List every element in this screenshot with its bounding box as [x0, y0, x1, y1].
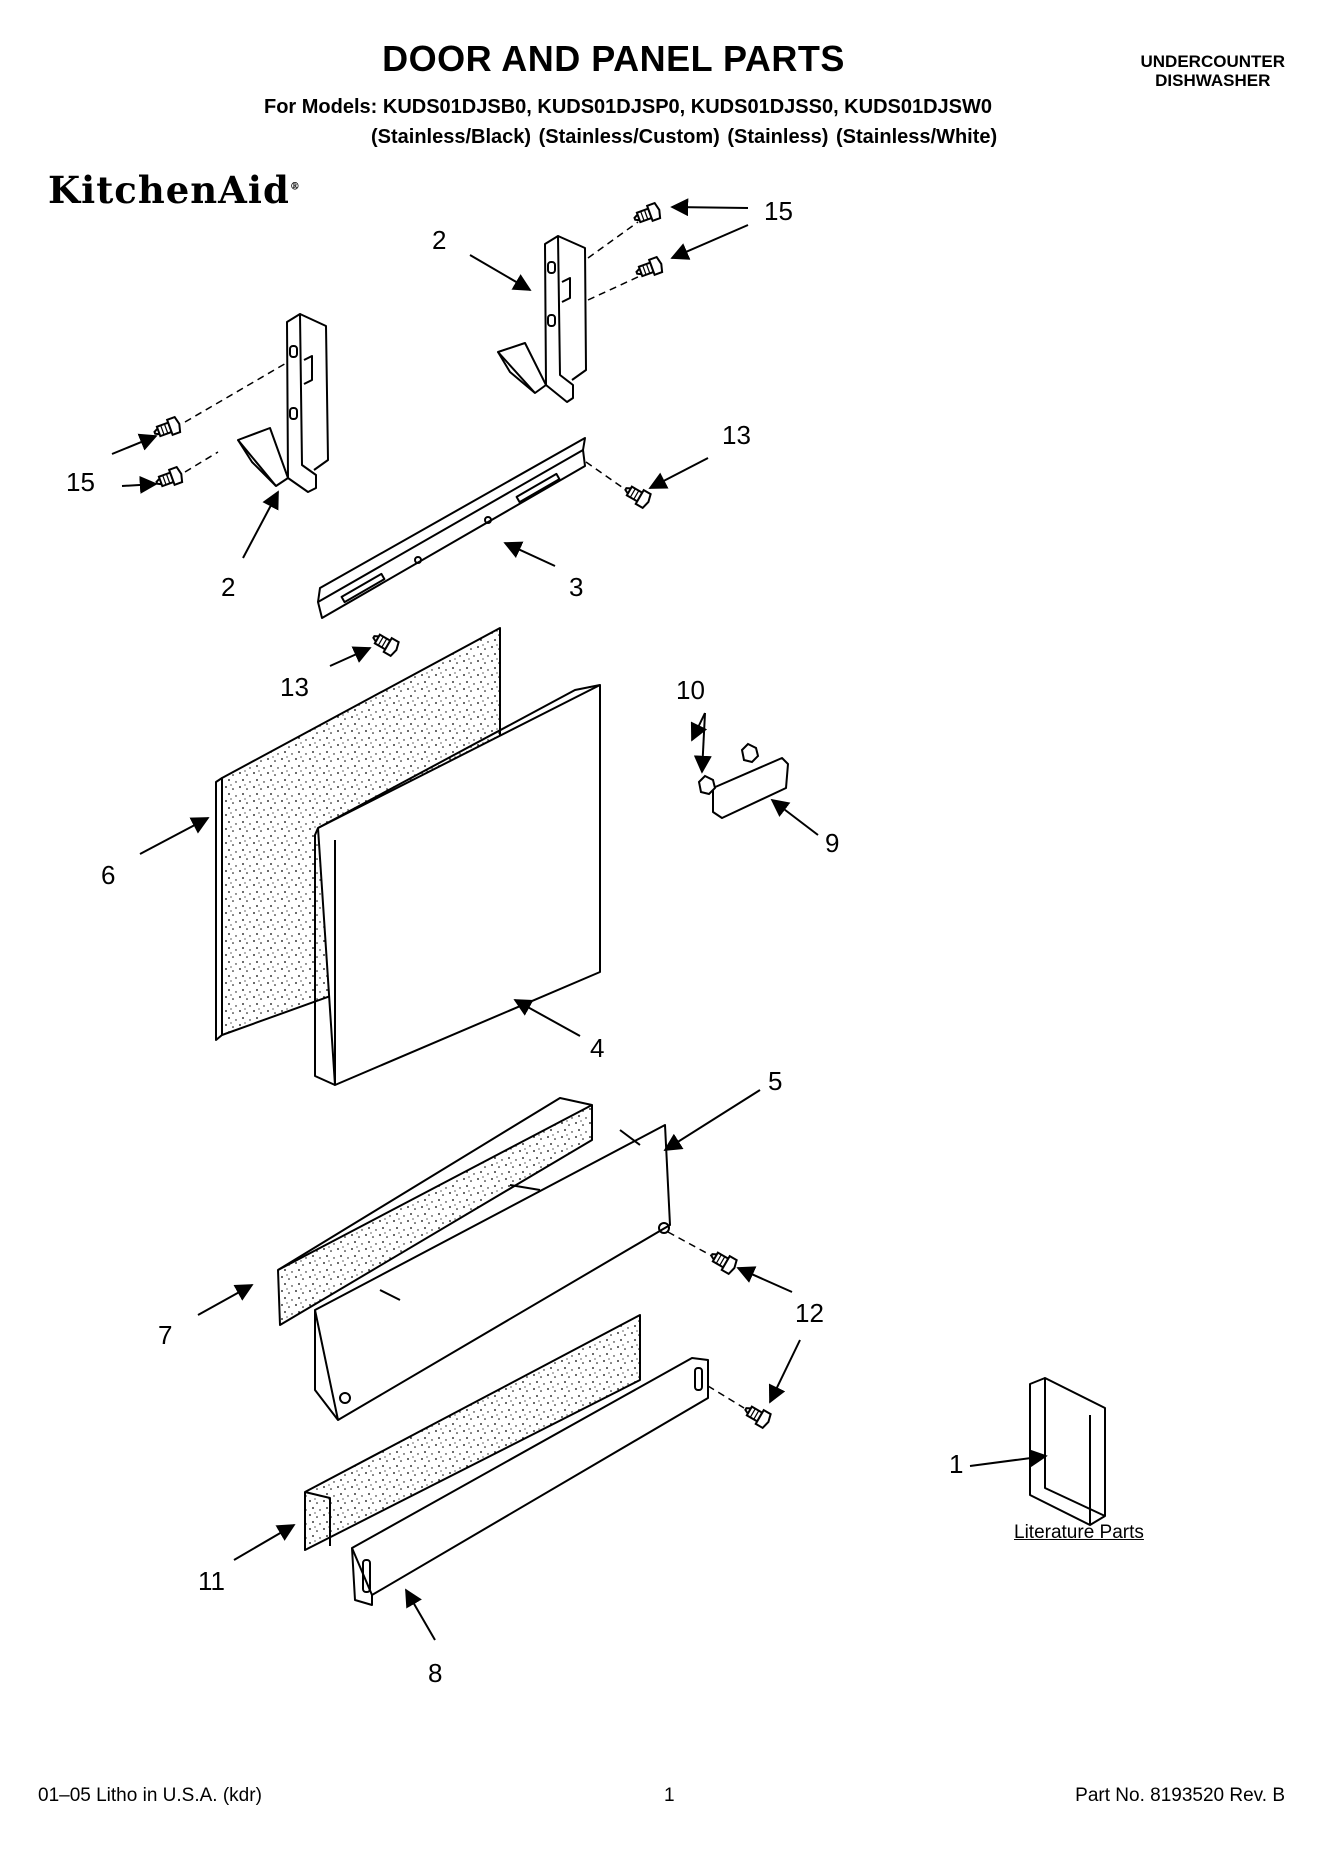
screw-15-upper-b [633, 255, 666, 282]
callout-2-left: 2 [221, 572, 236, 602]
footer-print-info: 01–05 Litho in U.S.A. (kdr) [38, 1785, 262, 1806]
callout-13-lower: 13 [280, 672, 309, 702]
appliance-category: UNDERCOUNTER DISHWASHER [1141, 52, 1286, 90]
toe-panel-insulation [304, 1314, 641, 1551]
nut-10-lower [697, 774, 717, 796]
footer-page-number: 1 [664, 1785, 675, 1806]
model-list: For Models: KUDS01DJSB0, KUDS01DJSP0, KU… [264, 96, 993, 118]
callout-3: 3 [569, 572, 584, 602]
door-hinge-bracket-right [497, 235, 587, 403]
screw-12-upper [706, 1247, 740, 1276]
page-title: DOOR AND PANEL PARTS [382, 38, 845, 79]
callout-7: 7 [158, 1320, 173, 1350]
callout-9: 9 [825, 828, 840, 858]
callout-1: 1 [949, 1449, 964, 1479]
screw-15-left-b [153, 465, 186, 492]
brand-logo: KitchenAid® [48, 168, 301, 212]
callout-5: 5 [768, 1066, 783, 1096]
callout-15-upper: 15 [764, 196, 793, 226]
literature-booklet [1029, 1377, 1106, 1526]
lower-support-channel [314, 1124, 671, 1421]
callout-4: 4 [590, 1033, 605, 1063]
callout-15-left: 15 [66, 467, 95, 497]
leader-arrows [111, 198, 1048, 1641]
callout-10: 10 [676, 675, 705, 705]
toe-panel [351, 1357, 709, 1606]
outer-door-panel [314, 684, 601, 1086]
screw-13-right [620, 481, 654, 510]
lower-insulation-strip [277, 1097, 593, 1326]
callout-11: 11 [198, 1566, 225, 1596]
nut-10-upper [740, 742, 760, 764]
category-line-2: DISHWASHER [1155, 71, 1271, 90]
callout-2-upper: 2 [432, 225, 447, 255]
alignment-lines [184, 221, 745, 1409]
callout-12: 12 [795, 1298, 824, 1328]
handle-trim [712, 757, 789, 819]
callout-6: 6 [101, 860, 116, 890]
door-hinge-bracket-left [237, 313, 329, 493]
finish-list: (Stainless/Black) (Stainless/Custom) (St… [371, 126, 998, 148]
category-line-1: UNDERCOUNTER [1140, 52, 1286, 71]
callout-8: 8 [428, 1658, 443, 1688]
screw-12-lower [740, 1401, 774, 1430]
footer-part-number: Part No. 8193520 Rev. B [1075, 1785, 1285, 1806]
screw-15-left-a [151, 415, 184, 442]
callout-13-right: 13 [722, 420, 751, 450]
literature-parts-label: Literature Parts [1014, 1522, 1144, 1543]
door-mounting-strip [317, 437, 586, 619]
screw-13-lower [368, 629, 402, 658]
